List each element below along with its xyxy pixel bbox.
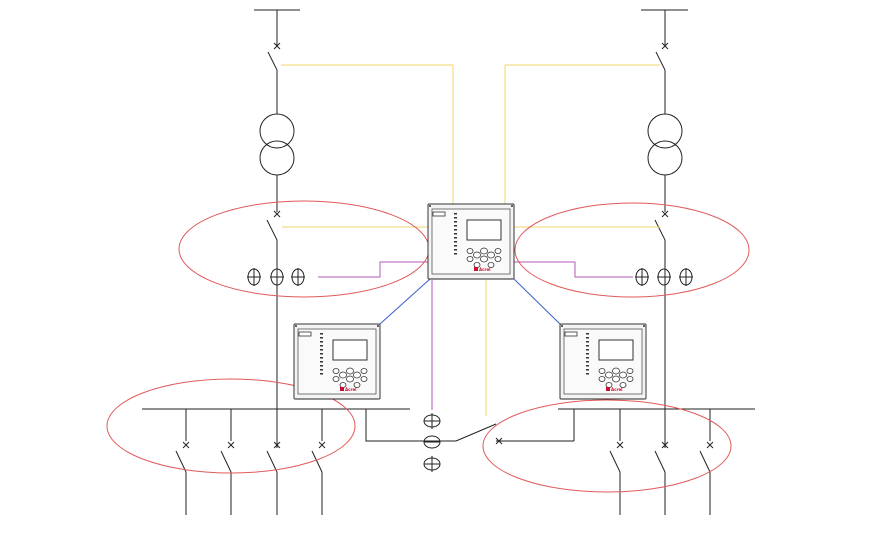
right-feeders xyxy=(609,409,714,515)
left-current-transformers xyxy=(247,268,305,286)
control-wiring xyxy=(318,261,633,410)
left-transformer xyxy=(259,113,295,176)
status-leds xyxy=(454,213,457,255)
relay-keypad[interactable] xyxy=(598,367,634,388)
left-relay[interactable]: Acrel xyxy=(293,323,381,400)
zone-left-busbar xyxy=(106,378,356,474)
relay-lcd-screen xyxy=(466,219,502,241)
relay-lcd-screen xyxy=(332,339,368,361)
left-incomer xyxy=(247,9,305,448)
bus-coupler-current-transformers xyxy=(423,413,441,472)
relay-label-plate xyxy=(298,331,312,337)
right-lower-breaker xyxy=(654,210,669,241)
brand-logo-icon xyxy=(340,387,344,391)
left-lower-breaker xyxy=(266,210,281,241)
status-leds xyxy=(320,333,323,375)
relay-brand: Acrel xyxy=(345,387,357,392)
right-busbar-section xyxy=(558,408,755,515)
right-current-transformers xyxy=(635,268,693,286)
bus-coupler xyxy=(365,409,575,472)
relay-lcd-screen xyxy=(598,339,634,361)
relay-keypad[interactable] xyxy=(466,247,502,268)
right-upper-breaker xyxy=(655,42,669,71)
left-busbar-section xyxy=(142,408,410,515)
central-relay[interactable]: Acrel xyxy=(427,203,515,280)
zone-right-busbar xyxy=(482,399,732,493)
right-relay[interactable]: Acrel xyxy=(559,323,647,400)
bus-coupler-switch xyxy=(455,423,497,442)
left-feeders xyxy=(175,409,326,515)
brand-logo-icon xyxy=(606,387,610,391)
relay-label-plate xyxy=(564,331,578,337)
relay-brand: Acrel xyxy=(479,267,491,272)
left-upper-breaker xyxy=(267,42,281,71)
relay-keypad[interactable] xyxy=(332,367,368,388)
zone-left-incomer xyxy=(178,200,430,298)
status-leds xyxy=(586,333,589,375)
relay-label-plate xyxy=(432,211,446,217)
communication-links xyxy=(379,278,561,325)
signal-wiring xyxy=(281,64,660,416)
relay-brand: Acrel xyxy=(611,387,623,392)
right-transformer xyxy=(647,113,683,176)
right-incomer xyxy=(635,9,693,448)
zone-right-incomer xyxy=(514,202,750,298)
brand-logo-icon xyxy=(474,267,478,271)
